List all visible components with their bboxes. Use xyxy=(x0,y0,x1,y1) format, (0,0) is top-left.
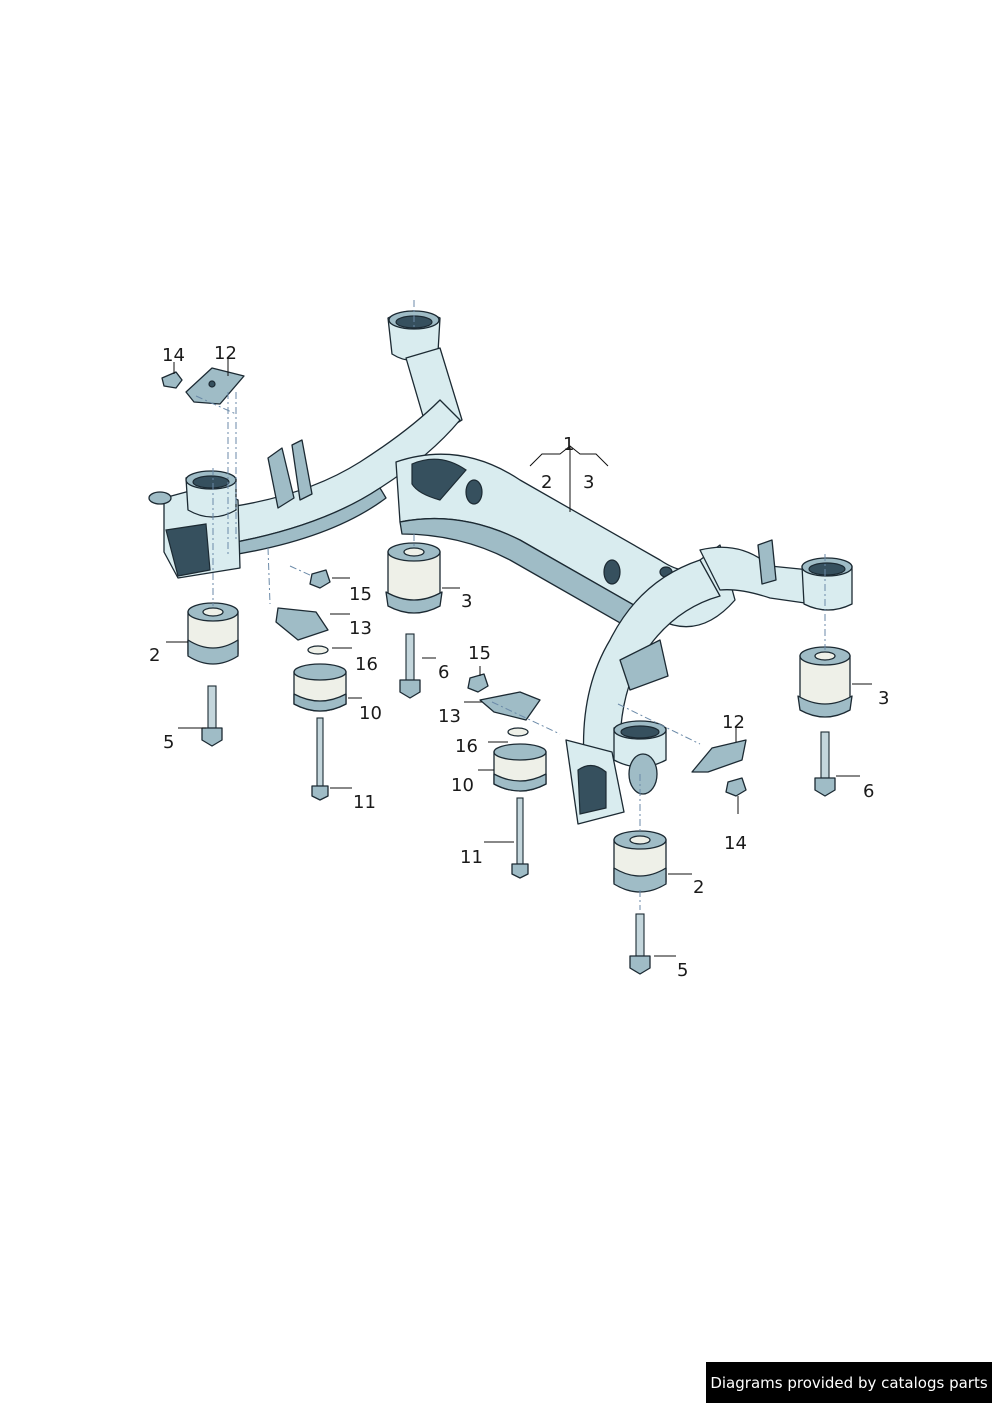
callout-1: 1 xyxy=(563,434,574,455)
callout-10-center: 10 xyxy=(451,775,474,796)
bushing-3-center xyxy=(385,542,443,614)
callout-10-left: 10 xyxy=(359,703,382,724)
nut-14-right xyxy=(725,777,747,797)
rear-subframe-assembly xyxy=(148,310,853,825)
callout-6-center: 6 xyxy=(438,662,449,683)
bolt-6-right xyxy=(814,731,836,797)
bushing-2-front xyxy=(613,830,667,893)
washer-16-center xyxy=(507,727,529,737)
nut-14-left xyxy=(161,371,183,389)
callout-numbers: 1 2 3 3 3 2 2 5 5 6 6 10 10 11 11 12 12 … xyxy=(149,343,889,981)
callout-11-left: 11 xyxy=(353,792,376,813)
callout-16-center: 16 xyxy=(455,736,478,757)
callout-2-left: 2 xyxy=(149,645,160,666)
nut-15-left xyxy=(309,569,331,589)
bushing-2-left xyxy=(187,602,239,665)
callout-leaders xyxy=(166,358,872,957)
bushing-3-right xyxy=(797,646,853,718)
callout-12-left: 12 xyxy=(214,343,237,364)
credit-text: Diagrams provided by catalogs parts xyxy=(710,1373,988,1392)
bracket-13-left xyxy=(275,607,329,641)
bolt-11-center xyxy=(511,797,529,879)
bracket-12-left xyxy=(185,367,245,405)
callout-14-left: 14 xyxy=(162,345,185,366)
bolt-5-left xyxy=(201,685,223,747)
bolt-6-center xyxy=(399,633,421,699)
callout-12-right: 12 xyxy=(722,712,745,733)
callout-6-right: 6 xyxy=(863,781,874,802)
diagram-credit-banner: Diagrams provided by catalogs parts xyxy=(706,1362,992,1403)
rubber-mount-10-left xyxy=(293,663,347,712)
callout-3-top: 3 xyxy=(583,472,594,493)
callout-13-center: 13 xyxy=(438,706,461,727)
callout-11-center: 11 xyxy=(460,847,483,868)
callout-2-front: 2 xyxy=(693,877,704,898)
callout-5-left: 5 xyxy=(163,732,174,753)
callout-3-center: 3 xyxy=(461,591,472,612)
callout-16-left: 16 xyxy=(355,654,378,675)
bolt-5-front xyxy=(629,913,651,975)
callout-14-right: 14 xyxy=(724,833,747,854)
nut-15-center xyxy=(467,673,489,693)
bracket-13-center xyxy=(479,691,541,721)
callout-15-center: 15 xyxy=(468,643,491,664)
callout-13-left: 13 xyxy=(349,618,372,639)
rubber-mount-10-center xyxy=(493,743,547,792)
callout-2-top: 2 xyxy=(541,472,552,493)
callout-3-right: 3 xyxy=(878,688,889,709)
callout-5-front: 5 xyxy=(677,960,688,981)
bracket-12-right xyxy=(691,739,747,773)
callout-15-left: 15 xyxy=(349,584,372,605)
bolt-11-left xyxy=(311,717,329,801)
washer-16-left xyxy=(307,645,329,655)
alignment-lines xyxy=(195,300,826,910)
